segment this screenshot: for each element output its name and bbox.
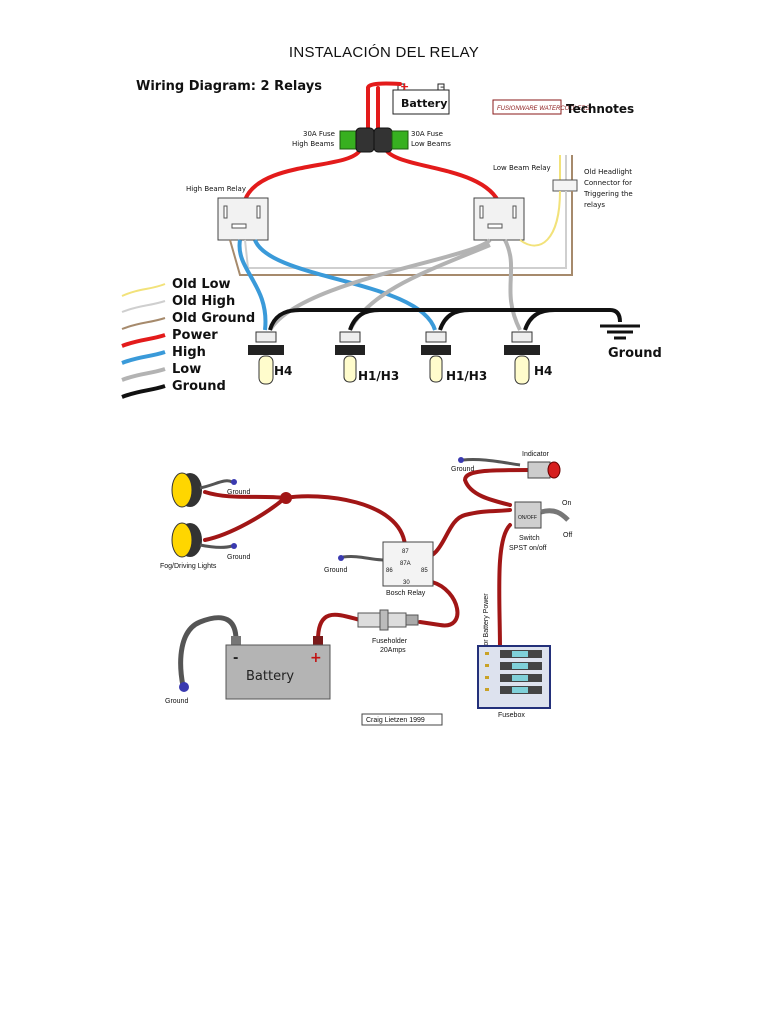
- fuseholder-line1: Fuseholder: [372, 638, 408, 645]
- diagram1-title: Wiring Diagram: 2 Relays: [136, 79, 322, 94]
- switch-face: ON/OFF: [518, 515, 537, 521]
- low-beam-relay: Low Beam Relay: [473, 164, 551, 241]
- battery-1-plus: +: [400, 80, 409, 93]
- high-relay-label: High Beam Relay: [186, 185, 246, 193]
- old-connector-line2: Connector for: [584, 179, 632, 187]
- battery-1: Battery + -: [392, 80, 450, 115]
- old-ground-wire: [229, 191, 573, 276]
- switch-on: On: [562, 500, 571, 507]
- relay-pin-86: 86: [386, 568, 393, 574]
- relay-pin-85: 85: [421, 568, 428, 574]
- page-title: INSTALACIÓN DEL RELAY: [288, 44, 480, 61]
- low-relay-label: Low Beam Relay: [493, 164, 551, 172]
- credit-box: Craig Lietzen 1999: [361, 713, 443, 726]
- fog-power-wires: [203, 468, 532, 652]
- relay-pin-87a: 87A: [400, 561, 411, 567]
- bulb-h4-left: H4: [248, 331, 292, 385]
- legend-high: High: [172, 345, 206, 360]
- old-connector-line4: relays: [584, 201, 605, 209]
- battery-ground: Ground: [165, 698, 188, 705]
- bulb-h1-right: H1/H3: [421, 331, 487, 383]
- legend-swatch-old-high: [121, 300, 166, 313]
- ign-label: IGN or Battery Power: [483, 593, 490, 660]
- brand-label: Technotes: [566, 102, 634, 116]
- indicator-ground: Ground: [451, 466, 474, 473]
- lamp-ground-top: Ground: [227, 489, 250, 496]
- battery-2: Ground - + Battery: [165, 615, 331, 705]
- bulb-label-3: H1/H3: [446, 369, 487, 383]
- fuseholder: Fuseholder 20Amps: [357, 609, 419, 654]
- legend-power: Power: [172, 328, 218, 343]
- switch-off: Off: [563, 532, 572, 539]
- old-connector-line3: Triggering the: [583, 190, 633, 198]
- technotes-logo: FUSIONWARE WATERCOOLERS Technotes: [492, 99, 634, 116]
- fog-lamp-bottom: Ground Fog/Driving Lights: [160, 522, 250, 570]
- legend-old-ground: Old Ground: [172, 311, 255, 326]
- fuse-low-line1: 30A Fuse: [411, 130, 443, 138]
- legend-low: Low: [172, 362, 201, 377]
- legend-swatch-old-low: [121, 283, 166, 297]
- switch-label-1: Switch: [519, 535, 540, 542]
- bulb-h4-right: H4: [504, 331, 552, 385]
- bosch-relay: Ground 87 87A 86 85 30 Bosch Relay: [324, 541, 434, 597]
- old-connector-line1: Old Headlight: [584, 168, 632, 176]
- high-beam-relay: High Beam Relay: [186, 185, 269, 241]
- power-wires: [243, 81, 502, 207]
- high-wires: [237, 239, 437, 331]
- fusebox-label: Fusebox: [498, 712, 525, 719]
- spst-switch: ON/OFF On Off Switch SPST on/off: [509, 500, 572, 552]
- ground-bus: [268, 308, 622, 331]
- fog-label: Fog/Driving Lights: [160, 563, 217, 570]
- legend-old-low: Old Low: [172, 277, 231, 292]
- fuse-high-line1: 30A Fuse: [303, 130, 335, 138]
- fuse-high-line2: High Beams: [292, 140, 335, 148]
- battery-2-label: Battery: [246, 669, 294, 684]
- fog-lamp-top: Ground: [171, 472, 250, 508]
- bulb-label-1: H4: [274, 364, 292, 378]
- ground-label-1: Ground: [608, 346, 662, 361]
- switch-label-2: SPST on/off: [509, 545, 547, 552]
- lamp-ground-bottom: Ground: [227, 554, 250, 561]
- legend-swatch-low: [121, 367, 166, 382]
- relay-label: Bosch Relay: [386, 590, 426, 597]
- fuse-low-line2: Low Beams: [411, 140, 451, 148]
- indicator-light: Ground Indicator: [451, 451, 561, 479]
- legend-swatch-ground: [121, 384, 166, 399]
- credit-text: Craig Lietzen 1999: [366, 717, 425, 724]
- battery-1-minus: -: [440, 80, 444, 93]
- bulb-h1-left: H1/H3: [335, 331, 399, 383]
- relay-pin-30: 30: [403, 580, 410, 586]
- diagram-fog-lights: Ground Ground Fog/Driving Lights Ground …: [160, 451, 572, 726]
- legend-swatch-high: [121, 350, 166, 365]
- fuseholder-line2: 20Amps: [380, 647, 406, 654]
- bulb-label-4: H4: [534, 364, 552, 378]
- fuses-1: 30A Fuse High Beams 30A Fuse Low Beams: [292, 127, 451, 153]
- indicator-label: Indicator: [522, 451, 550, 458]
- legend-old-high: Old High: [172, 294, 235, 309]
- fusebox: Fusebox: [477, 645, 551, 719]
- battery-2-plus: +: [310, 650, 322, 666]
- diagram-two-relays: Wiring Diagram: 2 Relays Battery + - FUS…: [121, 79, 662, 399]
- logo-text: FUSIONWARE WATERCOOLERS: [497, 106, 590, 112]
- ground-symbol-1: Ground: [600, 324, 662, 361]
- battery-1-label: Battery: [401, 97, 447, 110]
- fog-splice: [280, 492, 292, 504]
- relay-pin-87: 87: [402, 549, 409, 555]
- relay-ground: Ground: [324, 567, 347, 574]
- bulb-label-2: H1/H3: [358, 369, 399, 383]
- legend-swatch-old-ground: [121, 317, 166, 330]
- wire-legend: Old Low Old High Old Ground Power High L…: [121, 277, 255, 399]
- legend-ground: Ground: [172, 379, 226, 394]
- low-wires: [268, 238, 522, 332]
- battery-2-minus: -: [233, 651, 238, 666]
- legend-swatch-power: [121, 333, 166, 348]
